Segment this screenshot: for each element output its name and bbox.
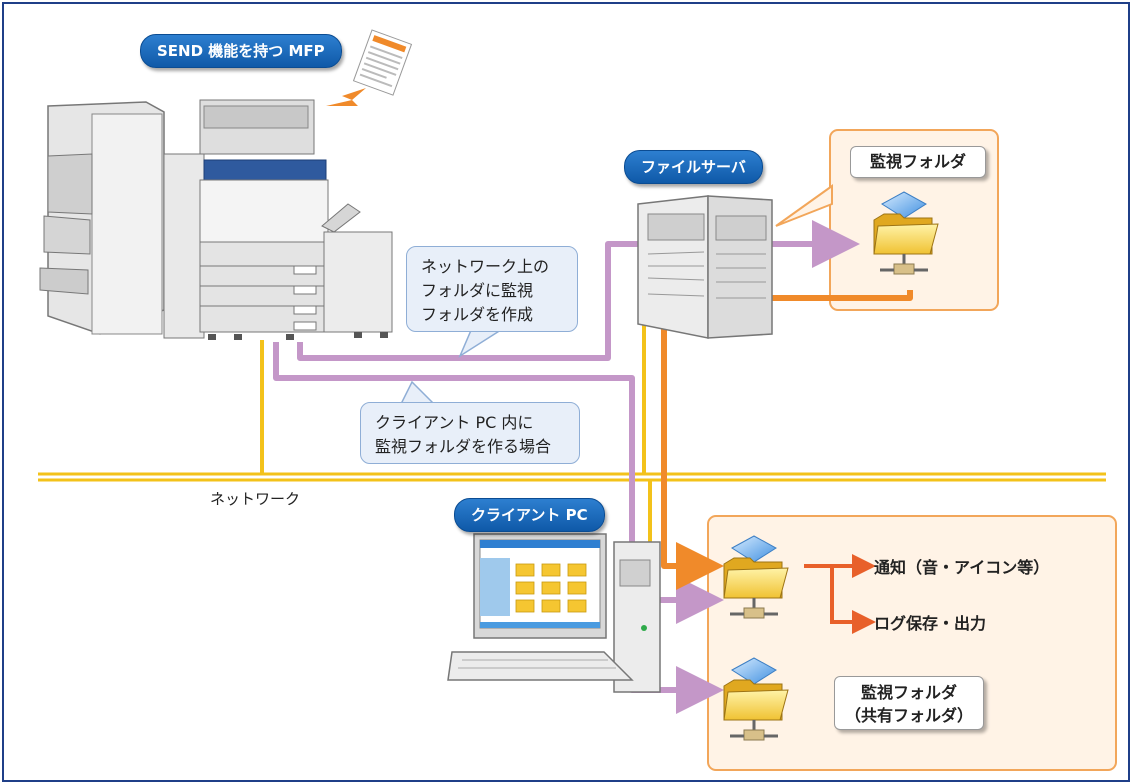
callout-tail-network xyxy=(458,327,507,358)
mfp-label: SEND 機能を持つ MFP xyxy=(140,34,342,68)
mfp-printer-icon xyxy=(39,99,393,340)
document-icon xyxy=(352,29,413,96)
notify-arrows xyxy=(804,554,876,634)
network-lines xyxy=(38,322,1106,564)
diagram-canvas xyxy=(38,29,1117,771)
shared-folder-title-line: 監視フォルダ xyxy=(860,683,957,702)
shared-folder-title: 監視フォルダ （共有フォルダ） xyxy=(834,676,984,730)
feed-arrow xyxy=(326,88,366,106)
client-pc-icon xyxy=(447,533,661,693)
callout-line: 監視フォルダを作る場合 xyxy=(375,437,552,456)
callout-line: ネットワーク上の xyxy=(421,257,550,276)
callout-line: クライアント PC 内に xyxy=(375,413,534,432)
client-pc-label: クライアント PC xyxy=(454,498,605,532)
network-label: ネットワーク xyxy=(210,490,301,508)
network-folder-callout: ネットワーク上の フォルダに監視 フォルダを作成 xyxy=(406,246,578,332)
client-folder-panel xyxy=(707,515,1117,771)
notify-text: 通知（音・アイコン等） xyxy=(874,558,1050,577)
shared-folder-title-line: （共有フォルダ） xyxy=(844,706,973,725)
client-folder-callout: クライアント PC 内に 監視フォルダを作る場合 xyxy=(360,402,580,464)
log-text: ログ保存・出力 xyxy=(874,614,987,633)
file-server-icon xyxy=(637,195,773,339)
callout-line: フォルダを作成 xyxy=(421,305,534,324)
file-server-label: ファイルサーバ xyxy=(624,150,763,184)
callout-line: フォルダに監視 xyxy=(421,281,534,300)
server-panel-tail xyxy=(775,184,833,227)
server-folder-title: 監視フォルダ xyxy=(850,146,986,178)
